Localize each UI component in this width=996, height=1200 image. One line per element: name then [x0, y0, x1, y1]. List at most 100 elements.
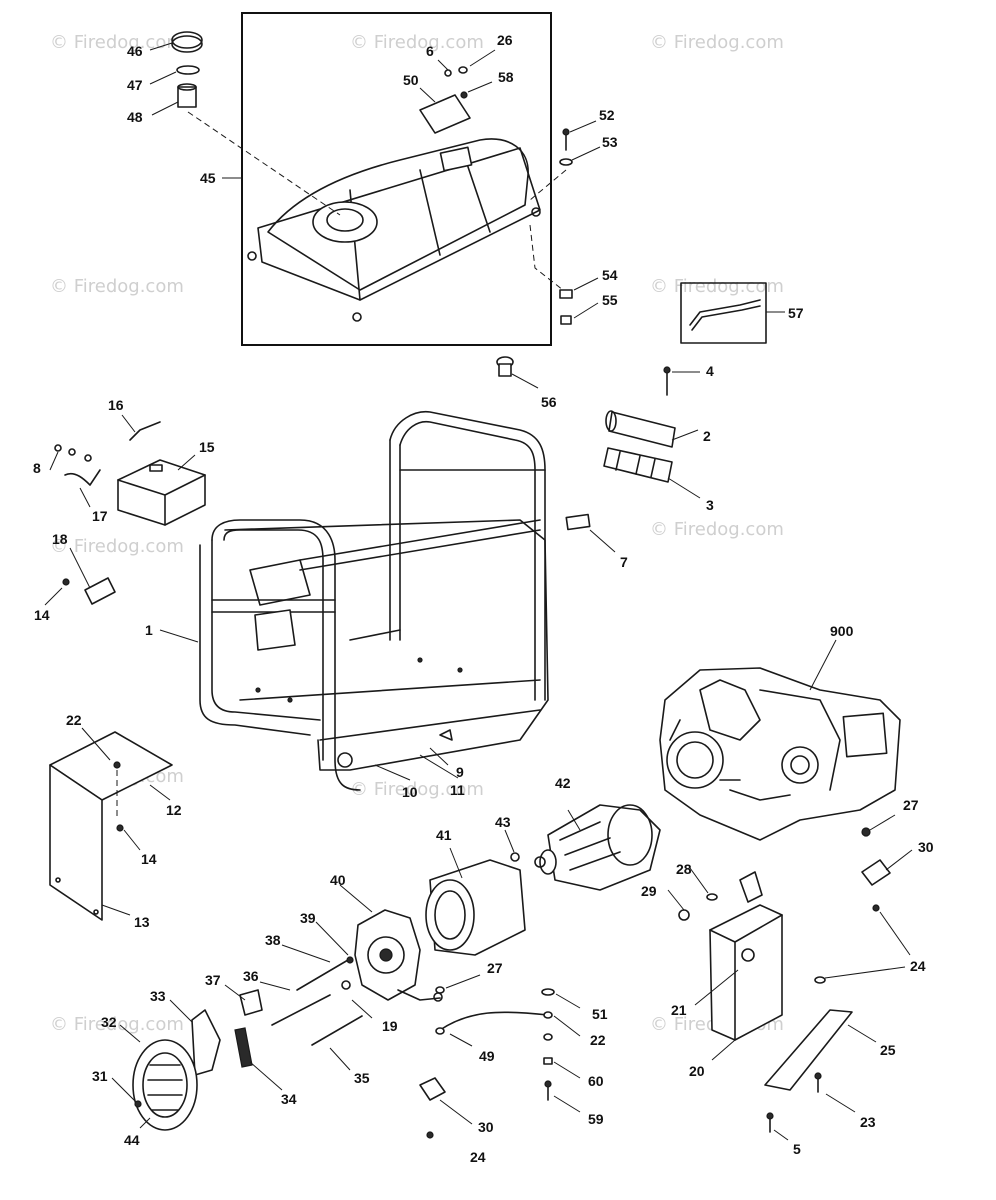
battery-cable [129, 421, 161, 441]
rotor [534, 804, 661, 891]
callout-12: 12 [166, 802, 182, 818]
callout-33: 33 [150, 988, 166, 1004]
warning-label [565, 513, 591, 531]
fuel-cap-assembly [171, 31, 203, 108]
handle-grip [603, 366, 676, 483]
callout-50: 50 [403, 72, 419, 88]
brush-holder [234, 989, 263, 1068]
callout-19: 19 [382, 1018, 398, 1034]
callout-24-right: 24 [910, 958, 926, 974]
callout-20: 20 [689, 1063, 705, 1079]
callout-41: 41 [436, 827, 452, 843]
battery [117, 459, 206, 526]
fuel-tank [247, 138, 541, 322]
callout-13: 13 [134, 914, 150, 930]
callout-28: 28 [676, 861, 692, 877]
through-bolts [271, 956, 363, 1046]
callout-57: 57 [788, 305, 804, 321]
end-cover [132, 1009, 221, 1131]
callout-6: 6 [426, 43, 434, 59]
callout-32: 32 [101, 1014, 117, 1030]
callout-34: 34 [281, 1091, 297, 1107]
callout-900: 900 [830, 623, 854, 639]
callout-55: 55 [602, 292, 618, 308]
callout-16: 16 [108, 397, 124, 413]
callout-11: 11 [450, 782, 465, 798]
callout-45: 45 [200, 170, 216, 186]
muffler [678, 871, 783, 1041]
watermark: © Firedog.com [50, 32, 184, 53]
watermark: © Firedog.com [50, 536, 184, 557]
callout-36: 36 [243, 968, 259, 984]
callout-7: 7 [620, 554, 628, 570]
battery-strap [64, 469, 101, 486]
fuel-cap [171, 35, 203, 53]
callout-14-lower: 14 [141, 851, 157, 867]
rear-bearing-carrier [354, 909, 443, 1002]
callout-25: 25 [880, 1042, 896, 1058]
callout-9: 9 [456, 764, 464, 780]
callout-23: 23 [860, 1114, 876, 1130]
fuel-hose [689, 299, 761, 326]
callout-53: 53 [602, 134, 618, 150]
callout-1: 1 [145, 622, 153, 638]
callout-29: 29 [641, 883, 657, 899]
cap-gasket [176, 65, 200, 75]
callout-21: 21 [671, 1002, 687, 1018]
watermark: © Firedog.com [350, 779, 484, 800]
callout-40: 40 [330, 872, 346, 888]
misc-hardware [419, 827, 891, 1139]
fuel-gauge-assembly [419, 66, 471, 134]
callout-27-right: 27 [903, 797, 919, 813]
callout-38: 38 [265, 932, 281, 948]
callout-60: 60 [588, 1073, 604, 1089]
callout-10: 10 [402, 784, 418, 800]
callout-2: 2 [703, 428, 711, 444]
callout-42: 42 [555, 775, 571, 791]
callout-17: 17 [92, 508, 108, 524]
tank-mounting-hardware [559, 128, 573, 325]
tank-mount-alignment-line [529, 169, 567, 291]
fuel-hose-box [680, 282, 767, 344]
callout-49: 49 [479, 1048, 495, 1064]
callout-14-upper: 14 [34, 607, 50, 623]
leader-lines [44, 42, 913, 1141]
stator [425, 859, 526, 956]
callout-22-center: 22 [590, 1032, 606, 1048]
callout-15: 15 [199, 439, 215, 455]
callout-46: 46 [127, 43, 143, 59]
callout-5: 5 [793, 1141, 801, 1157]
callout-30-upper: 30 [918, 839, 934, 855]
callout-58: 58 [498, 69, 514, 85]
fuel-valve [496, 356, 514, 377]
callout-31: 31 [92, 1068, 108, 1084]
callout-56: 56 [541, 394, 557, 410]
callout-59: 59 [588, 1111, 604, 1127]
callout-24-lower: 24 [470, 1149, 486, 1165]
callout-37: 37 [205, 972, 221, 988]
callout-35: 35 [354, 1070, 370, 1086]
callout-52: 52 [599, 107, 615, 123]
generator-frame [199, 411, 549, 791]
fuel-strainer [177, 86, 197, 108]
watermark: © Firedog.com [650, 519, 784, 540]
callout-48: 48 [127, 109, 143, 125]
callout-27-center: 27 [487, 960, 503, 976]
control-panel-cover [49, 731, 173, 921]
callout-39: 39 [300, 910, 316, 926]
callout-30-lower: 30 [478, 1119, 494, 1135]
callout-18: 18 [52, 531, 68, 547]
engine [659, 667, 901, 841]
rotor-bolt [510, 852, 520, 862]
fuel-tank-inset-frame [241, 12, 552, 346]
callout-47: 47 [127, 77, 143, 93]
watermark: © Firedog.com [650, 32, 784, 53]
fuel-cap-alignment-line [187, 111, 341, 216]
callout-8: 8 [33, 460, 41, 476]
battery-bracket [84, 577, 116, 605]
callout-44: 44 [124, 1132, 140, 1148]
callout-43: 43 [495, 814, 511, 830]
callout-labels: 46 47 48 45 6 26 50 58 52 53 54 55 57 56… [33, 32, 934, 1165]
callout-51: 51 [592, 1006, 608, 1022]
